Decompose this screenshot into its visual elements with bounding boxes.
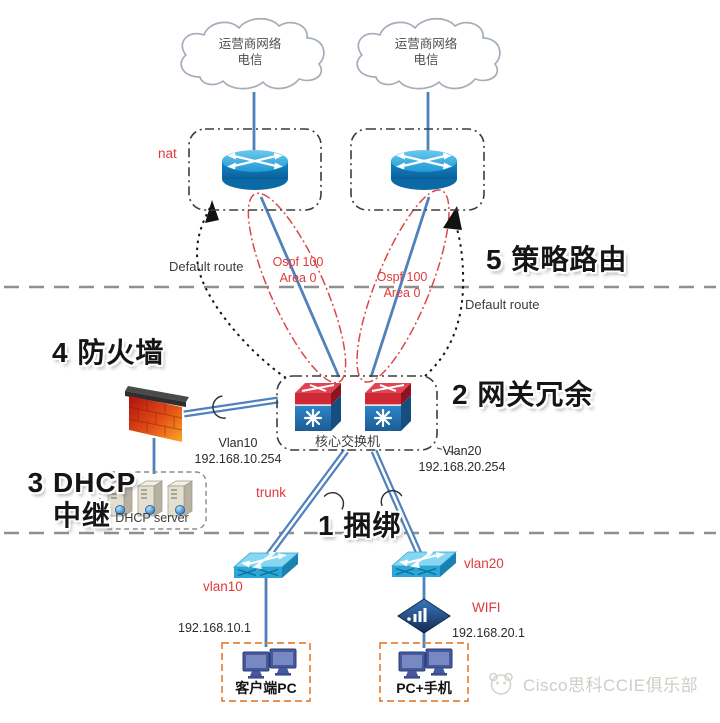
default-route-arrow-left — [196, 200, 287, 379]
link-router-core-right — [369, 196, 431, 378]
firewall-icon — [125, 386, 189, 442]
nat-label: nat — [158, 146, 177, 161]
vlan20-gateway-label: Vlan20 192.168.20.254 — [418, 444, 506, 474]
ospf-label-right: Ospf 100 Area 0 — [376, 270, 428, 300]
subnet20-ip-label: 192.168.20.1 — [452, 626, 525, 640]
clients-left-label: 客户端PC — [235, 680, 297, 696]
step3-dhcp-relay-label: 3 DHCP 中继 — [27, 467, 137, 532]
dhcp-group-box — [99, 471, 207, 530]
vlan10-label: vlan10 — [203, 579, 243, 594]
default-route-label-right: Default route — [465, 297, 540, 312]
default-route-label-left: Default route — [169, 259, 244, 274]
port-group-arc-firewall — [212, 395, 226, 419]
router-group-box-right — [350, 128, 485, 211]
vlan20-label: vlan20 — [464, 556, 504, 571]
monitor-icon-left-2 — [269, 648, 297, 677]
port-group-arc-trunk-right — [380, 490, 403, 507]
router-icon-right — [389, 148, 459, 192]
link-core-access-right-trunk — [370, 449, 424, 558]
cloud-label-right: 运营商网络 电信 — [394, 37, 458, 67]
link-firewall-core — [183, 396, 279, 418]
default-route-arrow-right — [424, 206, 465, 377]
clients-right-label: PC+手机 — [396, 680, 452, 696]
router-group-box-left — [188, 128, 322, 211]
monitor-icon-left-1 — [242, 651, 270, 680]
port-group-arc-trunk-left — [323, 492, 345, 510]
step5-policy-routing-label: 5 策略路由 — [486, 244, 628, 275]
dhcp-server-label: DHCP server — [115, 511, 189, 525]
access-switch-icon-right — [391, 549, 457, 578]
step2-gateway-redundancy-label: 2 网关冗余 — [452, 379, 594, 410]
monitor-icon-right-1 — [398, 651, 426, 680]
wifi-label: WIFI — [472, 600, 501, 615]
subnet10-ip-label: 192.168.10.1 — [178, 621, 251, 635]
router-icon-left — [220, 148, 290, 192]
step1-bundling-label: 1 捆绑 — [318, 510, 402, 541]
core-switch-icon-2 — [363, 381, 413, 433]
pc-group-box-right — [379, 642, 469, 702]
core-group-box — [276, 375, 438, 451]
core-switch-label: 核心交换机 — [314, 434, 380, 449]
ospf-area-ellipse-right — [356, 189, 450, 383]
wifi-ap-icon — [397, 598, 451, 634]
watermark-text: Cisco思科CCIE俱乐部 — [523, 675, 699, 695]
access-switch-icon-left — [233, 550, 299, 579]
core-switch-icon-1 — [293, 381, 343, 433]
cloud-label-left: 运营商网络 电信 — [218, 37, 282, 67]
ospf-area-ellipse-left — [247, 192, 347, 384]
pc-group-box-left — [221, 642, 311, 702]
trunk-label: trunk — [256, 485, 287, 500]
vlan20-leader-line — [436, 447, 460, 455]
monitor-icon-right-2 — [425, 648, 453, 677]
step4-firewall-label: 4 防火墙 — [52, 337, 165, 368]
vlan10-gateway-label: Vlan10 192.168.10.254 — [194, 436, 282, 466]
watermark: Cisco思科CCIE俱乐部 — [486, 668, 698, 698]
link-router-core-left — [259, 196, 341, 378]
ospf-label-left: Ospf 100 Area 0 — [272, 255, 324, 285]
link-core-access-left-trunk — [265, 448, 349, 559]
watermark-logo-icon — [489, 672, 513, 695]
